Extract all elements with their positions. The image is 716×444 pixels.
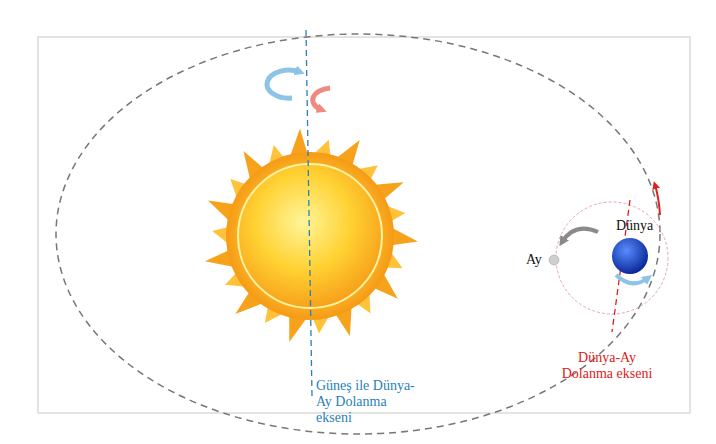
- moon: [549, 255, 559, 265]
- moon-orbit: [556, 202, 668, 314]
- orbit-arrow: [655, 185, 660, 215]
- sun-axis-label: Güneş ile Dünya-Ay Dolanma ekseni: [316, 378, 421, 426]
- sun-rays: [205, 128, 418, 342]
- sun-axis: [306, 30, 312, 396]
- rotation-arrow: [313, 88, 330, 110]
- rotation-arrow: [267, 70, 300, 98]
- moon-label: Ay: [526, 252, 542, 268]
- sun: [238, 164, 382, 308]
- earth-spin-arrow: [616, 275, 648, 283]
- moon-arrow: [562, 229, 598, 242]
- earth-moon-axis-label: Dünya-Ay Dolanma ekseni: [552, 350, 662, 382]
- earth-label: Dünya: [616, 218, 653, 234]
- earth: [612, 238, 648, 274]
- frame: [38, 37, 690, 413]
